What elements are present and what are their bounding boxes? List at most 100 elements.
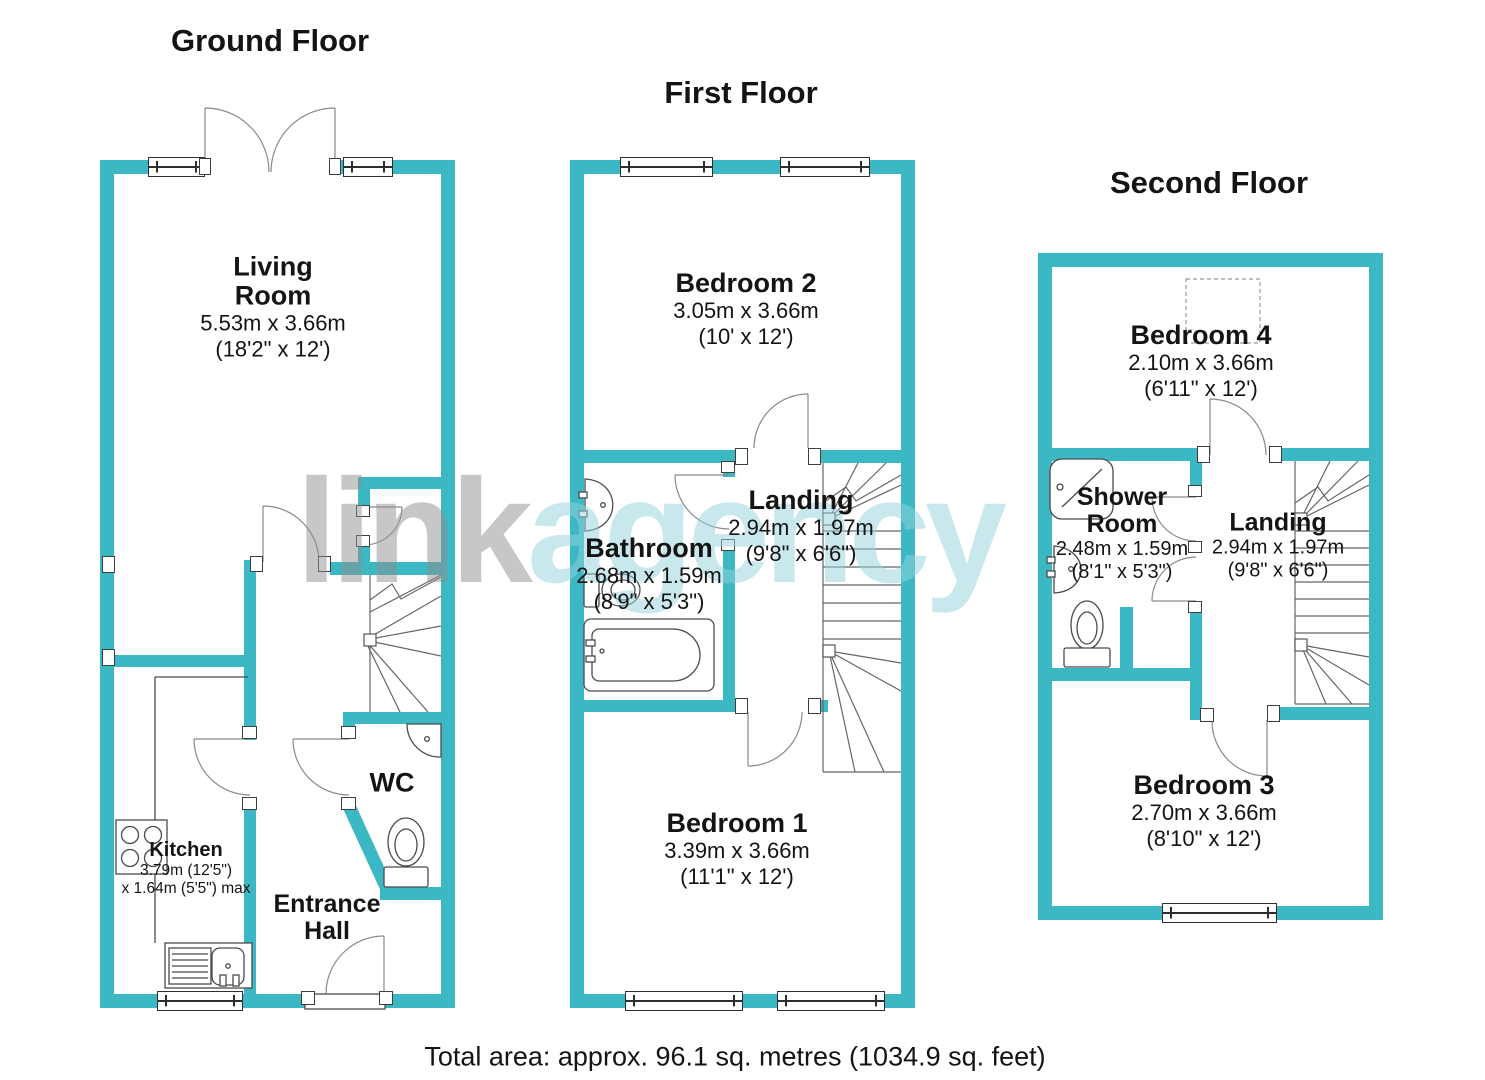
gf-wall-wc-chamfer — [343, 803, 393, 892]
door-jamb — [721, 461, 735, 473]
room-name: Bedroom 1 — [666, 807, 808, 838]
room-dim-imperial: (9'8" x 6'6") — [745, 540, 857, 566]
ff-wall-left — [570, 160, 584, 1008]
ff-wall-bath-vert-bot — [723, 541, 735, 712]
wc-cistern — [383, 866, 429, 888]
gf-wall-bottom-right — [384, 994, 455, 1008]
door-jamb — [329, 158, 341, 175]
bathroom-basin — [584, 478, 614, 532]
room-dim-imperial: (8'10" x 12') — [1146, 825, 1262, 851]
door-jamb — [341, 797, 356, 810]
gf-wall-right — [441, 160, 455, 1008]
door-jamb — [1197, 446, 1210, 463]
gf-french-door-left — [204, 107, 270, 173]
room-label-wc: WC — [370, 768, 415, 797]
gf-kitchen-fixtures — [115, 676, 253, 989]
room-dim-metric: 2.94m x 1.97m — [728, 515, 874, 541]
gf-front-threshold — [304, 993, 386, 1010]
ff-wall-bed2-left — [584, 450, 735, 463]
door-jamb — [735, 448, 748, 465]
room-label-bedroom2: Bedroom 2 3.05m x 3.66m (10' x 12') — [673, 267, 819, 349]
window — [620, 157, 713, 177]
shower-toilet — [1070, 600, 1104, 650]
window — [780, 157, 870, 177]
shower-cistern — [1063, 647, 1111, 668]
room-label-living: Living Room 5.53m x 3.66m (18'2" x 12') — [200, 252, 346, 361]
room-dim-imperial: (6'11" x 12') — [1144, 375, 1258, 401]
door-jamb — [379, 991, 393, 1005]
kitchen-counter — [154, 676, 248, 943]
door-jamb — [1200, 708, 1214, 722]
door-jamb — [341, 726, 356, 739]
room-label-bathroom: Bathroom 2.68m x 1.59m (8'9" x 5'3") — [576, 532, 722, 614]
window — [625, 991, 743, 1011]
ff-bathroom-door — [674, 474, 730, 530]
room-dim-imperial: (8'9" x 5'3") — [593, 588, 705, 614]
door-jamb — [1188, 485, 1202, 497]
window — [777, 991, 885, 1011]
door-jamb — [1269, 446, 1282, 463]
door-jamb — [318, 556, 331, 572]
room-name: Landing — [1229, 508, 1327, 537]
sf-wall-bed3-right — [1280, 707, 1369, 720]
room-dim-metric: 2.70m x 3.66m — [1131, 800, 1277, 826]
sf-wall-right — [1369, 253, 1383, 920]
gf-wall-hall-vert-upper — [244, 560, 256, 655]
room-name: Bedroom 2 — [675, 267, 817, 298]
door-jamb — [808, 698, 821, 714]
room-dim-imperial: (11'1" x 12') — [680, 863, 794, 889]
sf-wall-bed4-right — [1282, 448, 1369, 461]
room-name: Living Room — [233, 251, 313, 311]
kitchen-sink-bowl — [211, 947, 245, 986]
second-floor-title: Second Floor — [1109, 165, 1309, 200]
total-area-text: Total area: approx. 96.1 sq. metres (103… — [424, 1041, 1046, 1072]
gf-wall-cupboard-top — [358, 477, 441, 489]
gf-french-door-right — [270, 107, 336, 173]
door-jamb — [102, 649, 115, 666]
door-jamb — [301, 991, 315, 1005]
door-jamb — [102, 556, 115, 573]
ff-bedroom1-door — [747, 711, 803, 767]
room-label-bedroom4: Bedroom 4 2.10m x 3.66m (6'11" x 12') — [1128, 320, 1274, 401]
ground-floor-title: Ground Floor — [170, 23, 370, 58]
room-label-landing-second: Landing 2.94m x 1.97m (9'8" x 6'6") — [1212, 509, 1344, 582]
room-dim-metric: 3.39m x 3.66m — [664, 838, 810, 864]
door-jamb — [356, 535, 370, 547]
room-dim-imperial: (9'8" x 6'6") — [1227, 559, 1329, 582]
door-jamb — [199, 158, 211, 175]
ff-wall-right — [901, 160, 915, 1008]
room-dim-imperial: (10' x 12') — [698, 323, 794, 349]
ff-wall-bed2-right — [820, 450, 901, 463]
room-dim-metric: 2.48m x 1.59m — [1055, 537, 1189, 560]
ff-wall-bed1-left — [584, 700, 735, 712]
sf-bedroom3-door — [1211, 720, 1268, 777]
room-label-bedroom1: Bedroom 1 3.39m x 3.66m (11'1" x 12') — [664, 807, 810, 889]
gf-wall-hall-top — [330, 562, 441, 575]
gf-living-hall-door — [262, 505, 320, 563]
door-jamb — [242, 797, 257, 810]
door-jamb — [735, 698, 748, 714]
door-jamb — [250, 556, 263, 572]
room-name: Kitchen — [149, 838, 223, 861]
first-floor-title: First Floor — [664, 75, 818, 110]
door-jamb — [1188, 601, 1202, 613]
sf-wall-bed4-left — [1052, 448, 1199, 461]
door-jamb — [1267, 705, 1280, 722]
room-name: Entrance Hall — [273, 890, 381, 945]
room-name: WC — [369, 767, 415, 798]
room-name: Bedroom 3 — [1133, 769, 1275, 800]
door-jamb — [721, 539, 735, 551]
ff-bedroom2-door — [753, 393, 809, 449]
room-name: Bathroom — [585, 532, 713, 563]
room-dim-imperial: x 1.64m (5'5") max — [121, 879, 251, 897]
room-label-shower-room: Shower Room 2.48m x 1.59m (8'1" x 5'3") — [1055, 482, 1189, 584]
room-name: Shower Room — [1076, 482, 1168, 538]
room-dim-metric: 2.68m x 1.59m — [576, 563, 722, 589]
kitchen-sink-unit — [164, 942, 253, 989]
sf-wall-nook — [1120, 607, 1133, 677]
wc-toilet — [387, 817, 425, 867]
window — [157, 991, 243, 1011]
room-dim-metric: 3.05m x 3.66m — [673, 298, 819, 324]
room-label-kitchen: Kitchen 3.79m (12'5") x 1.64m (5'5") max — [121, 838, 251, 898]
